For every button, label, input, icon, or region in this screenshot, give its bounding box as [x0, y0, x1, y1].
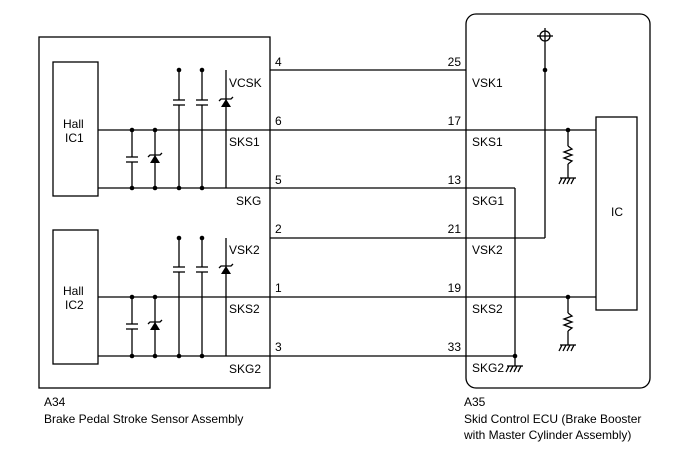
zener-diode-symbol — [147, 152, 163, 163]
sensor-code: A34 — [44, 395, 66, 409]
hall-ic1-label-line2: IC1 — [65, 131, 84, 145]
capacitor-symbol — [126, 156, 138, 163]
ecu-code: A35 — [464, 395, 486, 409]
zener-diode-symbol — [218, 263, 234, 274]
pin-right-1: 25 — [448, 55, 462, 69]
sensor-assembly-box — [38, 36, 271, 389]
ecu-terminal-sks2: SKS2 — [472, 302, 503, 316]
pin-right-4: 21 — [448, 222, 462, 236]
pin-right-5: 19 — [448, 281, 462, 295]
sensor-name: Brake Pedal Stroke Sensor Assembly — [44, 412, 243, 426]
hall-ic2-label-line1: Hall — [63, 284, 84, 298]
ecu-box — [465, 13, 651, 389]
junction-dots-sensor — [129, 67, 205, 359]
zener-diode-symbol — [218, 96, 234, 107]
ecu-internal-circuit — [466, 28, 596, 366]
pin-left-5: 1 — [275, 281, 282, 295]
ecu-ic-label: IC — [611, 205, 623, 219]
capacitor-symbol — [173, 266, 185, 273]
sensor-upper-circuit — [98, 70, 270, 189]
pin-right-6: 33 — [448, 340, 462, 354]
sensor-terminal-skg: SKG — [236, 194, 261, 208]
ecu-terminal-skg2: SKG2 — [472, 361, 504, 375]
sensor-terminal-skg2: SKG2 — [229, 362, 261, 376]
ecu-name-line1: Skid Control ECU (Brake Booster — [464, 412, 641, 426]
capacitor-symbol — [173, 99, 185, 106]
capacitor-symbol — [196, 99, 208, 106]
sensor-terminal-vcsk: VCSK — [229, 76, 262, 90]
capacitor-symbol — [126, 323, 138, 330]
ecu-terminal-vsk2: VSK2 — [472, 243, 503, 257]
sensor-terminal-sks2: SKS2 — [229, 302, 260, 316]
capacitor-symbol — [196, 266, 208, 273]
ground-icon — [505, 365, 523, 373]
harness-wires — [270, 69, 466, 357]
hall-ic2-label-line2: IC2 — [65, 298, 84, 312]
sensor-terminal-sks1: SKS1 — [229, 135, 260, 149]
ecu-terminal-skg1: SKG1 — [472, 194, 504, 208]
pin-right-3: 13 — [448, 173, 462, 187]
pin-left-6: 3 — [275, 340, 282, 354]
ground-icon — [558, 177, 576, 185]
hall-ic1-label-line1: Hall — [63, 117, 84, 131]
junction-dots-ecu — [512, 67, 571, 359]
ecu-ic-box — [595, 116, 638, 311]
zener-diode-group — [147, 96, 234, 330]
capacitor-group — [126, 99, 208, 330]
pin-left-4: 2 — [275, 222, 282, 236]
ground-icon — [558, 344, 576, 352]
pin-right-2: 17 — [448, 114, 462, 128]
pin-left-2: 6 — [275, 114, 282, 128]
zener-diode-symbol — [147, 319, 163, 330]
hall-ic1-box — [52, 61, 99, 197]
pin-left-3: 5 — [275, 173, 282, 187]
ecu-name-line2: with Master Cylinder Assembly) — [463, 428, 631, 442]
ecu-terminal-vsk1: VSK1 — [472, 76, 503, 90]
pin-left-1: 4 — [275, 55, 282, 69]
sensor-terminal-vsk2: VSK2 — [229, 243, 260, 257]
ecu-terminal-sks1: SKS1 — [472, 135, 503, 149]
